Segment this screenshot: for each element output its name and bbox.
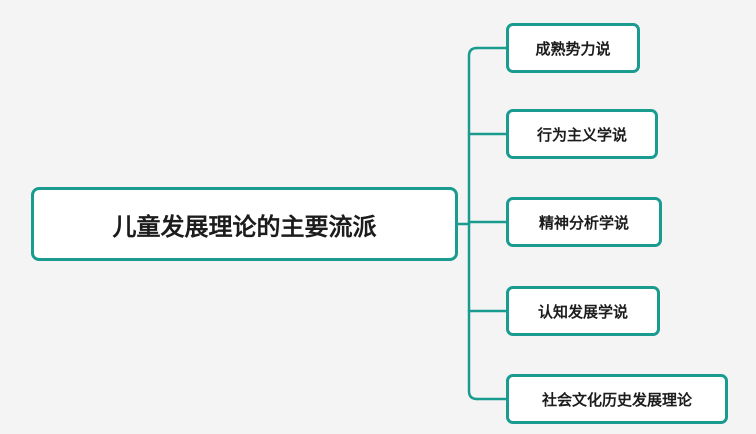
root-topic-node[interactable]: 儿童发展理论的主要流派 (31, 187, 458, 261)
connector-spine (467, 46, 479, 401)
subtopic-label: 行为主义学说 (536, 125, 627, 144)
subtopic-label: 成熟势力说 (535, 39, 611, 58)
subtopic-node-psychoanalysis[interactable]: 精神分析学说 (506, 197, 662, 247)
root-topic-label: 儿童发展理论的主要流派 (112, 212, 377, 241)
subtopic-node-sociocultural-history[interactable]: 社会文化历史发展理论 (506, 374, 728, 424)
subtopic-node-behaviorism[interactable]: 行为主义学说 (506, 109, 658, 159)
subtopic-label: 认知发展学说 (537, 302, 628, 321)
subtopic-node-maturation[interactable]: 成熟势力说 (506, 23, 640, 73)
subtopic-node-cognitive-development[interactable]: 认知发展学说 (506, 286, 660, 336)
subtopic-label: 社会文化历史发展理论 (541, 390, 692, 409)
subtopic-label: 精神分析学说 (538, 213, 629, 232)
